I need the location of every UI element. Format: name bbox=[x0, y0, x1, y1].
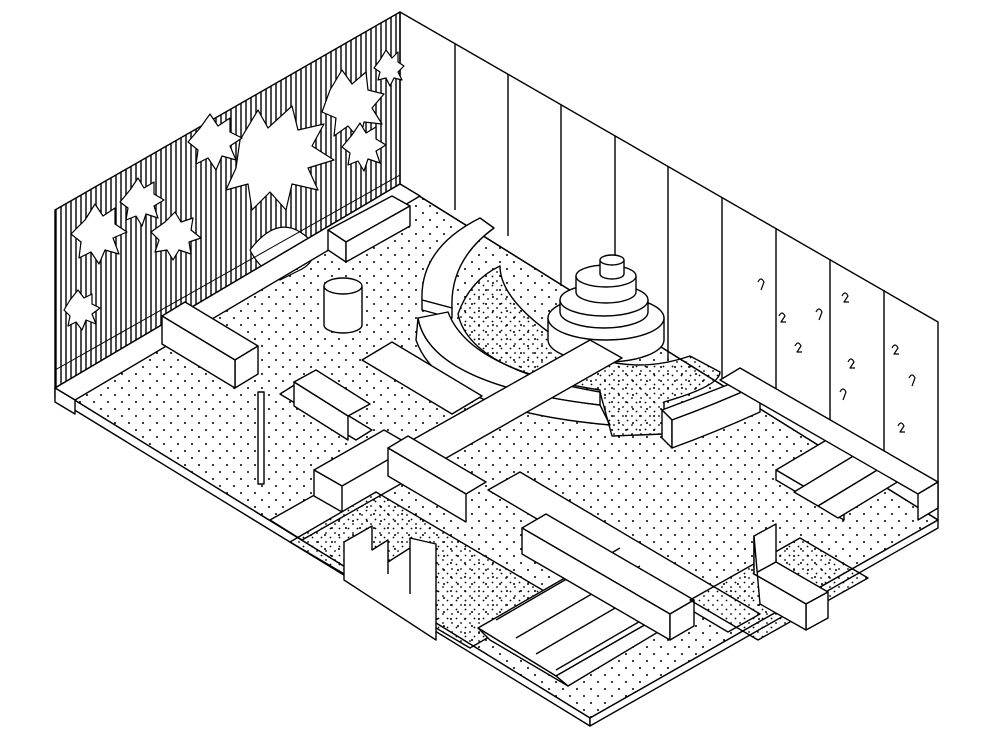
thin-post bbox=[257, 391, 265, 485]
rear-planter-box bbox=[327, 195, 411, 263]
stepped-block bbox=[343, 525, 437, 641]
cylinder-bollard bbox=[323, 277, 363, 334]
center-planter-block bbox=[313, 429, 487, 523]
right-front-planter bbox=[689, 523, 869, 641]
left-long-bench bbox=[161, 301, 259, 389]
back-right-wall bbox=[399, 11, 939, 521]
wall-number-marks bbox=[757, 278, 916, 433]
right-low-wall bbox=[719, 367, 939, 521]
center-planter-left bbox=[293, 369, 371, 441]
